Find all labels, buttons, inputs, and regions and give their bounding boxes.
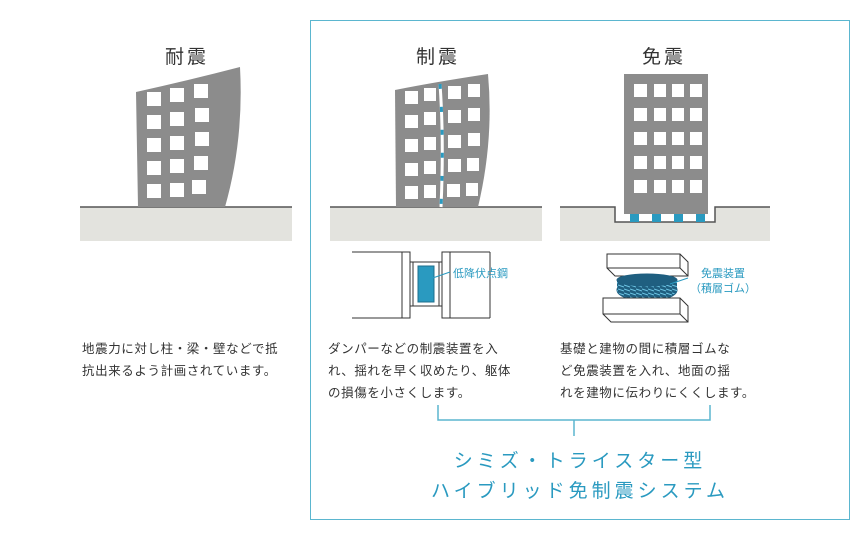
ground-seishin [330, 206, 542, 241]
ground-taishin [80, 206, 292, 241]
heading-seishin: 制震 [415, 46, 460, 68]
description-line: 基礎と建物の間に積層ゴムな [560, 341, 731, 356]
description-menshin: 基礎と建物の間に積層ゴムな ど免震装置を入れ、地面の揺 れを建物に伝わりにくくし… [560, 338, 790, 404]
description-line: の損傷を小さくします。 [328, 385, 471, 400]
system-bracket [437, 405, 711, 436]
description-line: 地震力に対し柱・梁・壁などで抵 [82, 341, 279, 356]
description-line: ダンパーなどの制震装置を入 [328, 341, 499, 356]
description-line: ど免震装置を入れ、地面の揺 [560, 363, 731, 378]
system-name-line1: シミズ・トライスター型 [453, 450, 707, 472]
building-taishin [136, 67, 241, 207]
building-menshin [624, 74, 708, 222]
description-line: れ、揺れを早く収めたり、躯体 [328, 363, 512, 378]
description-line: れを建物に伝わりにくくします。 [560, 385, 756, 400]
heading-taishin: 耐震 [164, 46, 209, 68]
ground-menshin [560, 206, 770, 241]
isolator-detail [602, 253, 689, 323]
description-taishin: 地震力に対し柱・梁・壁などで抵 抗出来るよう計画されています。 [82, 338, 304, 382]
building-seishin [395, 74, 490, 208]
description-seishin: ダンパーなどの制震装置を入 れ、揺れを早く収めたり、躯体 の損傷を小さくします。 [328, 338, 548, 404]
isolator-label-line1: 免震装置 [701, 267, 745, 280]
heading-menshin: 免震 [641, 46, 686, 68]
description-line: 抗出来るよう計画されています。 [82, 363, 277, 378]
damper-label: 低降伏点鋼 [453, 267, 508, 280]
damper-detail [352, 251, 491, 319]
isolator-label-line2: （積層ゴム） [690, 282, 756, 295]
system-name-line2: ハイブリッド免制震システム [430, 480, 730, 502]
hybrid-system-frame [310, 20, 850, 520]
isolator-label: 免震装置 （積層ゴム） [690, 266, 756, 296]
